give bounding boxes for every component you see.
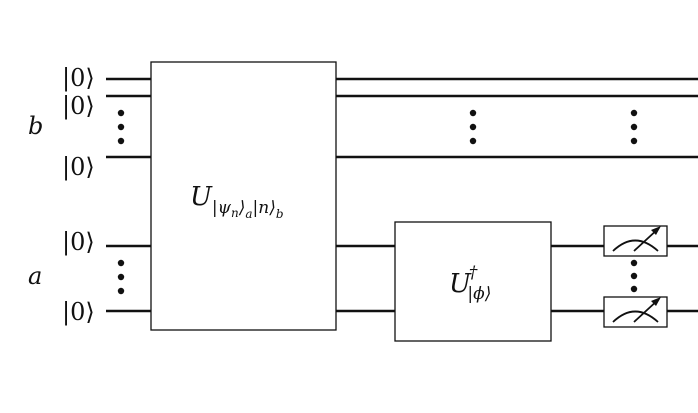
measurement-meter-bottom-icon xyxy=(603,296,668,328)
prep-gate-main: U xyxy=(190,182,213,212)
ellipsis-input-a xyxy=(117,259,125,295)
ellipsis-right-b xyxy=(630,109,638,145)
prep-gate-sub-psi: |ψ xyxy=(212,198,232,218)
unprep-gate-main: U xyxy=(449,269,472,299)
prep-gate-sub-n: n xyxy=(231,206,239,220)
input-ket-b-1: |0⟩ xyxy=(62,64,95,93)
register-label-a: a xyxy=(28,262,42,290)
unprep-gate-sub: |ϕ⟩ xyxy=(467,284,491,304)
prep-gate-box xyxy=(150,61,337,331)
unprep-gate-label: U†|ϕ⟩ xyxy=(449,263,491,304)
prep-gate-sub-ket-close: ⟩ xyxy=(238,198,246,218)
register-label-b: b xyxy=(28,112,43,140)
ellipsis-mid-b xyxy=(469,109,477,145)
unprep-gate-box xyxy=(394,221,552,342)
prep-gate-sub-n-ket: |n⟩ xyxy=(253,198,276,218)
unprep-gate-dagger: † xyxy=(469,263,478,283)
prep-gate-sub-b: b xyxy=(276,207,284,221)
ellipsis-meters xyxy=(630,259,638,293)
ellipsis-input-b xyxy=(117,109,125,145)
input-ket-b-2: |0⟩ xyxy=(62,92,95,121)
input-ket-a-1: |0⟩ xyxy=(62,228,95,257)
input-ket-b-3: |0⟩ xyxy=(62,153,95,182)
measurement-meter-top-icon xyxy=(603,225,668,257)
input-ket-a-2: |0⟩ xyxy=(62,298,95,327)
prep-gate-label: U|ψn⟩a|n⟩b xyxy=(190,182,284,221)
prep-gate-sub-a: a xyxy=(245,207,252,221)
